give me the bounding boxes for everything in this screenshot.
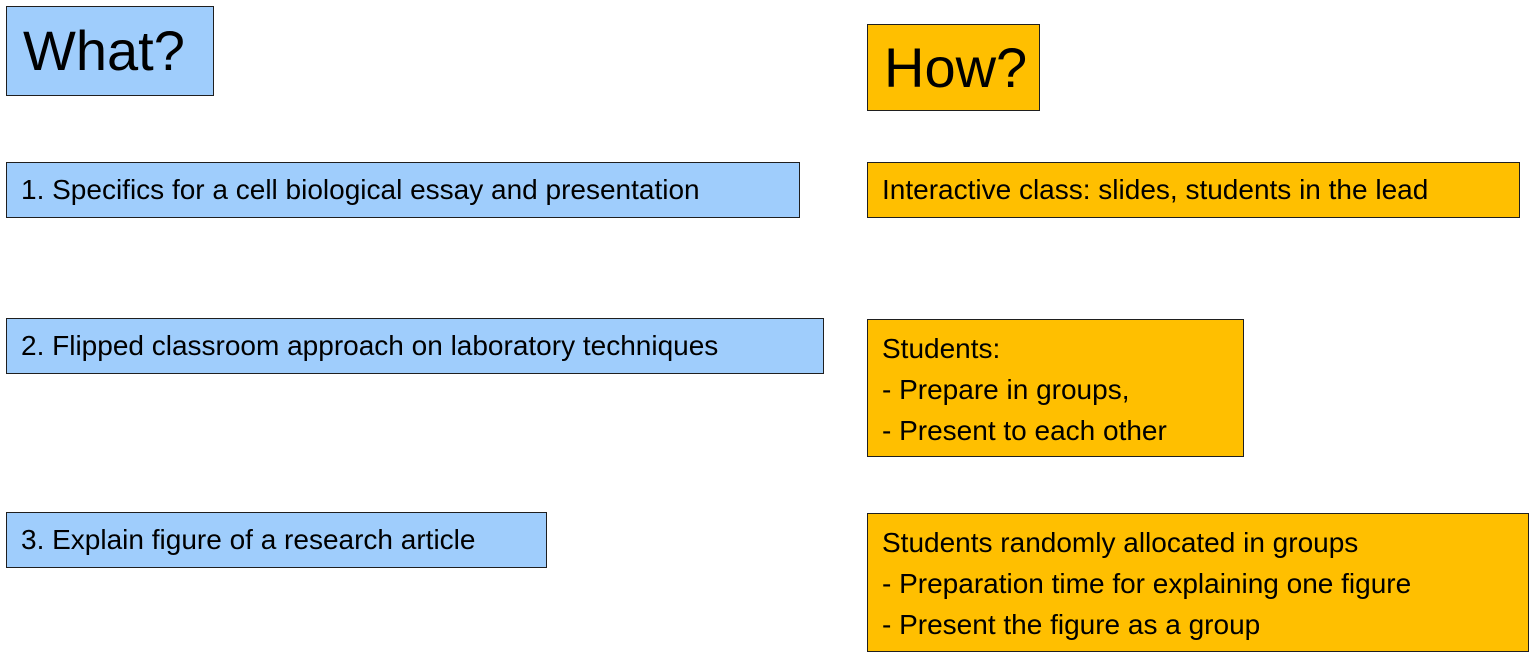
how-heading-box: How? xyxy=(867,24,1040,111)
bullet-dash: - xyxy=(882,609,892,640)
how-item-1: Interactive class: slides, students in t… xyxy=(867,162,1520,218)
how-item-2-intro: Students: xyxy=(882,333,1001,364)
what-heading-box: What? xyxy=(6,6,214,96)
how-item-3-bullet-2-text: Present the figure as a group xyxy=(899,609,1261,640)
how-item-2-bullet-1-text: Prepare in groups, xyxy=(899,374,1130,405)
bullet-dash: - xyxy=(882,374,892,405)
bullet-dash: - xyxy=(882,568,892,599)
what-item-3: 3. Explain figure of a research article xyxy=(6,512,547,568)
how-item-3: Students randomly allocated in groups - … xyxy=(867,513,1529,652)
how-item-3-bullet-2: - Present the figure as a group xyxy=(882,604,1518,645)
how-item-3-bullet-1-text: Preparation time for explaining one figu… xyxy=(899,568,1412,599)
how-item-2-bullet-1: - Prepare in groups, xyxy=(882,369,1233,410)
how-item-2-bullet-2: - Present to each other xyxy=(882,410,1233,451)
what-item-2: 2. Flipped classroom approach on laborat… xyxy=(6,318,824,374)
what-item-1: 1. Specifics for a cell biological essay… xyxy=(6,162,800,218)
how-heading: How? xyxy=(884,35,1028,99)
bullet-dash: - xyxy=(882,415,892,446)
how-item-2: Students: - Prepare in groups, - Present… xyxy=(867,319,1244,457)
how-item-3-intro: Students randomly allocated in groups xyxy=(882,527,1359,558)
how-item-1-text: Interactive class: slides, students in t… xyxy=(882,174,1429,205)
what-item-1-text: 1. Specifics for a cell biological essay… xyxy=(21,174,700,205)
what-heading: What? xyxy=(23,19,185,82)
how-item-3-bullet-1: - Preparation time for explaining one fi… xyxy=(882,563,1518,604)
how-item-2-bullet-2-text: Present to each other xyxy=(899,415,1167,446)
what-item-3-text: 3. Explain figure of a research article xyxy=(21,524,476,555)
what-item-2-text: 2. Flipped classroom approach on laborat… xyxy=(21,330,719,361)
